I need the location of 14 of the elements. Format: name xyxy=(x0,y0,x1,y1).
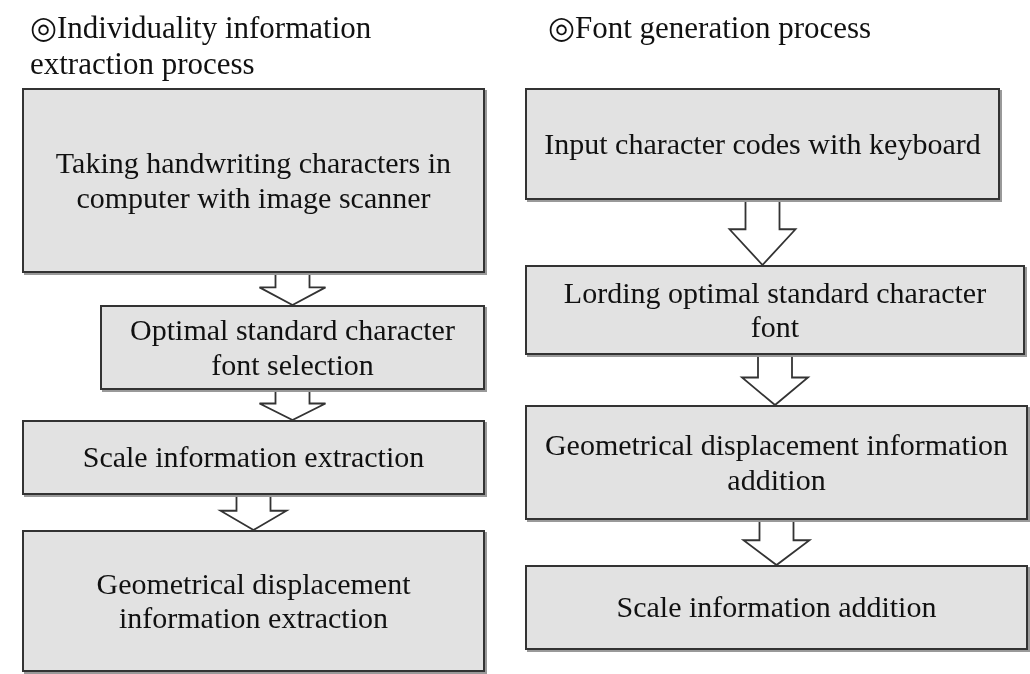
process-box: Scale information extraction xyxy=(22,420,485,495)
process-box: Input character codes with keyboard xyxy=(525,88,1000,200)
block-arrow xyxy=(727,199,798,267)
column-heading: ◎Individuality information extraction process xyxy=(30,10,373,82)
block-arrow xyxy=(740,519,813,567)
column-heading: ◎Font generation process xyxy=(548,10,873,46)
block-arrow xyxy=(739,354,811,407)
process-box: Scale information addition xyxy=(525,565,1028,650)
process-box: Optimal standard character font selection xyxy=(100,305,485,390)
process-box: Geometrical displacement information extraction xyxy=(22,530,485,672)
process-box: Lording optimal standard character font xyxy=(525,265,1025,355)
process-box: Taking handwriting characters in computer with image scanner xyxy=(22,88,485,273)
block-arrow xyxy=(217,494,290,532)
process-box: Geometrical displacement information addition xyxy=(525,405,1028,520)
